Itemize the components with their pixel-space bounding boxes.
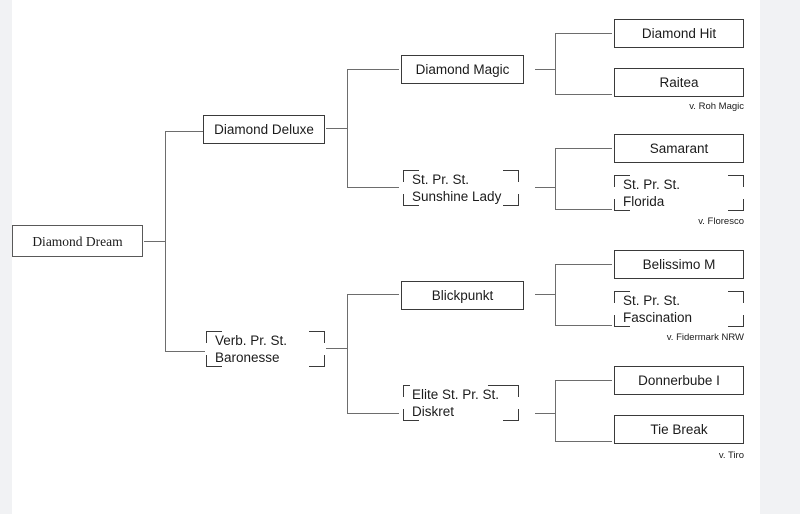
connector-gen3-a-vertical: [555, 33, 557, 95]
node-label: Diamond Dream: [32, 233, 123, 249]
connector-gen3-d-to-gen4-7: [555, 380, 612, 382]
connector-gen3-c-to-gen4-6: [555, 325, 612, 327]
node-gen4-st-pr-st-fascination[interactable]: St. Pr. St. Fascination: [614, 291, 744, 327]
node-label: Blickpunkt: [431, 288, 494, 303]
node-gen4-donnerbube-i[interactable]: Donnerbube I: [614, 366, 744, 395]
node-label-line1: Verb. Pr. St.: [215, 333, 288, 348]
node-label-line2: Baronesse: [215, 350, 280, 365]
node-label: Diamond Deluxe: [214, 122, 314, 137]
node-label-line1: Elite St. Pr. St.: [412, 387, 500, 402]
node-gen4-st-pr-st-florida[interactable]: St. Pr. St. Florida: [614, 175, 744, 211]
connector-gen3-a-to-gen4-2: [555, 94, 612, 96]
connector-root-to-gen2-top: [165, 131, 205, 133]
node-label: Samarant: [649, 141, 709, 156]
node-label-line1: St. Pr. St.: [412, 172, 470, 187]
connector-gen2-top-stem: [326, 128, 348, 130]
connector-gen3-d-vertical: [555, 380, 557, 442]
node-root-diamond-dream[interactable]: Diamond Dream: [12, 225, 143, 257]
connector-gen2-top-vertical: [347, 69, 349, 188]
node-gen4-raitea[interactable]: Raitea: [614, 68, 744, 97]
connector-gen3-b-vertical: [555, 148, 557, 210]
connector-gen3-d-to-gen4-8: [555, 441, 612, 443]
connector-gen3-c-vertical: [555, 264, 557, 326]
bracket-corner-icon: [403, 385, 410, 397]
node-label: Tie Break: [650, 422, 708, 437]
connector-root-vertical: [165, 131, 167, 352]
node-label-line2: Diskret: [412, 404, 455, 419]
connector-root-to-gen2-bottom: [165, 351, 205, 353]
node-gen4-belissimo-m[interactable]: Belissimo M: [614, 250, 744, 279]
annotation-sire-roh-magic: v. Roh Magic: [689, 101, 744, 112]
connector-gen3-a-to-gen4-1: [555, 33, 612, 35]
connector-gen2-top-to-gen3-a: [347, 69, 399, 71]
node-label: Diamond Magic: [415, 62, 510, 77]
connector-gen2-bottom-to-gen3-c: [347, 294, 399, 296]
node-label-line2: Florida: [623, 194, 665, 209]
annotation-sire-fidermark-nrw: v. Fidermark NRW: [666, 332, 744, 343]
node-label-line1: St. Pr. St.: [623, 293, 681, 308]
node-gen4-diamond-hit[interactable]: Diamond Hit: [614, 19, 744, 48]
connector-gen3-b-stem: [535, 187, 556, 189]
node-label: Diamond Hit: [641, 26, 717, 41]
node-gen2-diamond-deluxe[interactable]: Diamond Deluxe: [203, 115, 325, 144]
node-label: Raitea: [659, 75, 699, 90]
connector-gen3-d-stem: [535, 413, 556, 415]
node-gen4-samarant[interactable]: Samarant: [614, 134, 744, 163]
connector-gen3-c-to-gen4-5: [555, 264, 612, 266]
connector-gen3-b-to-gen4-4: [555, 209, 612, 211]
node-label: Donnerbube I: [638, 373, 720, 388]
connector-gen2-bottom-to-gen3-d: [347, 413, 399, 415]
node-label-line2: Fascination: [623, 310, 693, 325]
annotation-sire-floresco: v. Floresco: [698, 216, 744, 227]
connector-gen2-top-to-gen3-b: [347, 187, 399, 189]
connector-gen2-bottom-stem: [326, 348, 348, 350]
node-gen3-st-pr-st-sunshine-lady[interactable]: St. Pr. St. Sunshine Lady: [403, 170, 519, 206]
connector-gen3-a-stem: [535, 69, 556, 71]
node-label-line1: St. Pr. St.: [623, 177, 681, 192]
node-label-line2: Sunshine Lady: [412, 189, 502, 204]
annotation-sire-tiro: v. Tiro: [718, 450, 744, 461]
node-gen2-verb-pr-st-baronesse[interactable]: Verb. Pr. St. Baronesse: [206, 331, 325, 367]
pedigree-canvas: Diamond Dream Diamond Deluxe Verb. Pr. S…: [12, 0, 760, 514]
node-gen3-blickpunkt[interactable]: Blickpunkt: [401, 281, 524, 310]
connector-gen3-c-stem: [535, 294, 556, 296]
node-label: Belissimo M: [642, 257, 716, 272]
node-gen4-tie-break[interactable]: Tie Break: [614, 415, 744, 444]
node-gen3-diamond-magic[interactable]: Diamond Magic: [401, 55, 524, 84]
connector-gen2-bottom-vertical: [347, 294, 349, 413]
connector-gen3-b-to-gen4-3: [555, 148, 612, 150]
node-gen3-elite-st-pr-st-diskret[interactable]: Elite St. Pr. St. Diskret: [403, 385, 519, 421]
connector-root-stem: [144, 241, 166, 243]
